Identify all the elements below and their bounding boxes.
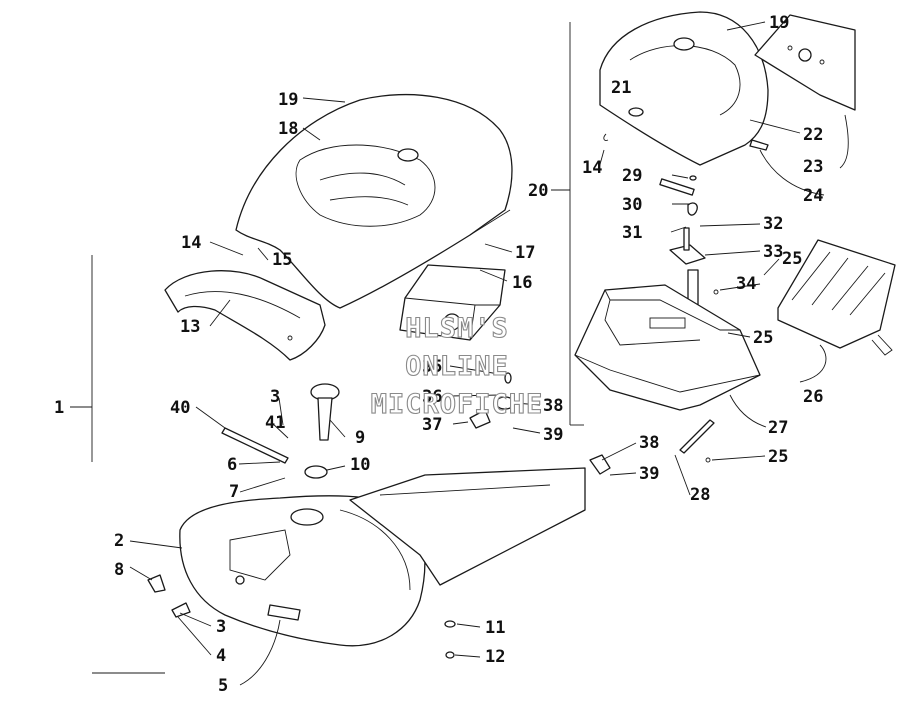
hinge-8 — [147, 574, 166, 593]
group-bracket-20 — [551, 22, 584, 426]
callout-labels: 1 2 3 3 4 5 6 7 8 9 10 11 12 13 14 14 15… — [54, 13, 823, 696]
group-bracket-1 — [70, 255, 93, 462]
callout-31: 31 — [622, 223, 642, 243]
callout-14-right: 14 — [582, 158, 602, 178]
callout-39-upper: 39 — [543, 425, 563, 445]
seat-base — [574, 284, 761, 411]
watermark-line-1: HLSM'S — [405, 313, 509, 344]
callout-20: 20 — [528, 181, 548, 201]
backrest-assembly — [599, 11, 769, 166]
clip-38-upper — [495, 396, 515, 410]
callout-21: 21 — [611, 78, 631, 98]
callout-7: 7 — [229, 482, 239, 502]
floor-mat-edge — [379, 484, 551, 496]
side-trim-panel — [164, 270, 326, 361]
rail-rod — [679, 419, 715, 454]
callout-41: 41 — [265, 413, 285, 433]
callout-14-left: 14 — [181, 233, 201, 253]
callout-2: 2 — [114, 531, 124, 551]
callout-32: 32 — [763, 214, 783, 234]
callout-19-right: 19 — [769, 13, 789, 33]
callout-36: 36 — [422, 387, 442, 407]
fuel-tank-body — [179, 495, 426, 647]
callout-25-mid: 25 — [753, 328, 773, 348]
watermark: HLSM'S ONLINE MICROFICHE — [370, 312, 544, 420]
watermark-line-2: ONLINE — [405, 351, 509, 382]
callout-19-left: 19 — [278, 90, 298, 110]
callout-33: 33 — [763, 242, 783, 262]
clip-38 — [589, 454, 611, 475]
callout-37: 37 — [422, 415, 442, 435]
fuel-cap-assembly — [304, 383, 340, 479]
callout-27: 27 — [768, 418, 788, 438]
callout-38-upper: 38 — [543, 396, 563, 416]
callout-30: 30 — [622, 195, 642, 215]
callout-28: 28 — [690, 485, 710, 505]
callout-23: 23 — [803, 157, 823, 177]
leader-lines — [129, 21, 849, 686]
hardware-stack — [603, 133, 729, 333]
callout-4: 4 — [216, 646, 226, 666]
callout-40: 40 — [170, 398, 190, 418]
callout-1: 1 — [54, 398, 64, 418]
callout-35: 35 — [422, 357, 442, 377]
bracket-4 — [171, 602, 191, 618]
callout-25-top: 25 — [782, 249, 802, 269]
callout-11: 11 — [485, 618, 505, 638]
fastener-25 — [705, 457, 711, 463]
callout-13: 13 — [180, 317, 200, 337]
backrest-bolt — [749, 139, 769, 151]
callout-16: 16 — [512, 273, 532, 293]
callout-15: 15 — [272, 250, 292, 270]
callout-38-lower: 38 — [639, 433, 659, 453]
callout-5: 5 — [218, 676, 228, 696]
callout-12: 12 — [485, 647, 505, 667]
callout-6: 6 — [227, 455, 237, 475]
callout-10: 10 — [350, 455, 370, 475]
callout-22: 22 — [803, 125, 823, 145]
screw-12 — [445, 651, 455, 659]
storage-box — [399, 264, 506, 341]
callout-25-low: 25 — [768, 447, 788, 467]
strap-3 — [221, 427, 289, 464]
floor-mat — [349, 467, 586, 586]
callout-24: 24 — [803, 186, 823, 206]
callout-9: 9 — [355, 428, 365, 448]
callout-8: 8 — [114, 560, 124, 580]
seat-cover — [235, 93, 513, 309]
callout-34: 34 — [736, 274, 756, 294]
backrest-plate — [754, 14, 856, 111]
callout-17: 17 — [515, 243, 535, 263]
bracket-37 — [469, 409, 491, 429]
screw-35 — [504, 372, 512, 384]
washer-11 — [444, 620, 456, 628]
watermark-line-3: MICROFICHE — [371, 389, 544, 420]
callout-18: 18 — [278, 119, 298, 139]
rear-rack-plate — [777, 239, 896, 356]
callout-39-lower: 39 — [639, 464, 659, 484]
callout-26: 26 — [803, 387, 823, 407]
callout-29: 29 — [622, 166, 642, 186]
callout-3-lower: 3 — [216, 617, 226, 637]
callout-3-upper: 3 — [270, 387, 280, 407]
